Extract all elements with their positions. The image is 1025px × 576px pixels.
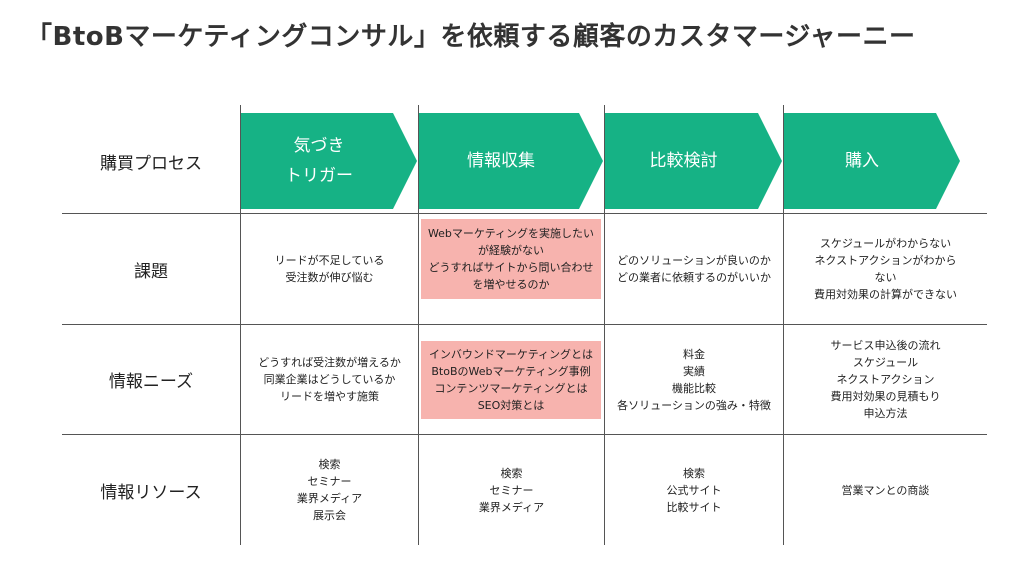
cell-line: 展示会 bbox=[312, 509, 346, 522]
resource-cell-research: 検索 セミナー 業界メディア bbox=[419, 435, 604, 545]
stage-arrow-awareness: 気づき トリガー bbox=[241, 113, 417, 209]
need-cell-purchase: サービス申込後の流れ スケジュール ネクストアクション 費用対効果の見積もり 申… bbox=[784, 325, 987, 434]
stage-label: 購入 bbox=[845, 151, 879, 171]
grid-line-vertical bbox=[604, 105, 605, 545]
grid-line-horizontal bbox=[62, 324, 987, 325]
cell-line: ネクストアクション bbox=[836, 373, 935, 386]
cell-line: 料金 bbox=[683, 347, 705, 361]
row-label-process: 購買プロセス bbox=[100, 153, 202, 174]
cell-line: 業界メディア bbox=[296, 492, 363, 505]
cell-line: スケジュール bbox=[852, 356, 919, 369]
cell-line: サービス申込後の流れ bbox=[830, 339, 941, 352]
row-label-resources: 情報リソース bbox=[100, 482, 202, 503]
cell-line: 費用対効果の見積もり bbox=[830, 390, 941, 403]
cell-line: 申込方法 bbox=[863, 407, 908, 420]
cell-line: 営業マンとの商談 bbox=[841, 483, 930, 497]
cell-line: 検索 bbox=[683, 466, 705, 480]
issue-cell-comparison: どのソリューションが良いのか どの業者に依頼するのがいいか bbox=[605, 214, 783, 324]
cell-line: スケジュールがわからない bbox=[819, 237, 952, 250]
cell-line: リードが不足している bbox=[274, 254, 385, 267]
cell-line: どうすれば受注数が増えるか bbox=[258, 356, 401, 369]
row-label-needs: 情報ニーズ bbox=[108, 372, 194, 392]
resource-cell-awareness: 検索 セミナー 業界メディア 展示会 bbox=[241, 435, 418, 545]
cell-line: SEO対策とは bbox=[477, 399, 545, 412]
cell-line: セミナー bbox=[307, 475, 352, 488]
stage-label: トリガー bbox=[285, 166, 353, 186]
cell-line: インバウンドマーケティングとは bbox=[428, 348, 594, 361]
need-cell-awareness: どうすれば受注数が増えるか 同業企業はどうしているか リードを増やす施策 bbox=[241, 325, 418, 434]
stage-label: 情報収集 bbox=[467, 151, 535, 171]
stage-arrow-research: 情報収集 bbox=[419, 113, 603, 209]
cell-line: 公式サイト bbox=[666, 483, 722, 497]
cell-line: ない bbox=[874, 271, 897, 284]
issue-cell-research: Webマーケティングを実施したい が経験がない どうすればサイトから問い合わせ … bbox=[421, 219, 601, 299]
need-cell-research: インバウンドマーケティングとは BtoBのWebマーケティング事例 コンテンツマ… bbox=[421, 341, 601, 419]
cell-line: 同業企業はどうしているか bbox=[263, 373, 396, 386]
cell-line: 検索 bbox=[500, 466, 523, 480]
page-title: 「BtoBマーケティングコンサル」を依頼する顧客のカスタマージャーニー bbox=[26, 22, 916, 52]
cell-line: 比較サイト bbox=[666, 500, 722, 514]
cell-line: どうすればサイトから問い合わせ bbox=[428, 261, 594, 274]
stage-label: 気づき bbox=[293, 136, 345, 156]
cell-line: どのソリューションが良いのか bbox=[617, 254, 771, 267]
cell-line: が経験がない bbox=[477, 244, 544, 257]
cell-line: Webマーケティングを実施したい bbox=[427, 227, 595, 240]
grid-line-vertical bbox=[783, 105, 784, 545]
cell-line: ネクストアクションがわから bbox=[814, 254, 957, 267]
cell-line: BtoBのWebマーケティング事例 bbox=[431, 365, 591, 378]
resource-cell-purchase: 営業マンとの商談 bbox=[784, 435, 987, 545]
need-cell-comparison: 料金 実績 機能比較 各ソリューションの強み・特徴 bbox=[605, 325, 783, 434]
issue-cell-awareness: リードが不足している 受注数が伸び悩む bbox=[241, 214, 418, 324]
cell-line: 各ソリューションの強み・特徴 bbox=[617, 398, 771, 412]
cell-line: リードを増やす施策 bbox=[279, 390, 379, 403]
cell-line: 検索 bbox=[318, 458, 341, 471]
resource-cell-comparison: 検索 公式サイト 比較サイト bbox=[605, 435, 783, 545]
cell-line: 費用対効果の計算ができない bbox=[814, 288, 957, 301]
stage-arrow-comparison: 比較検討 bbox=[605, 113, 782, 209]
cell-line: 機能比較 bbox=[672, 381, 716, 395]
cell-line: 受注数が伸び悩む bbox=[285, 271, 374, 284]
cell-line: を増やせるのか bbox=[472, 278, 550, 291]
cell-line: どの業者に依頼するのがいいか bbox=[617, 271, 771, 284]
stage-label: 比較検討 bbox=[649, 151, 718, 171]
cell-line: セミナー bbox=[489, 483, 534, 497]
grid-line-horizontal bbox=[62, 213, 987, 214]
cell-line: 業界メディア bbox=[478, 500, 545, 514]
stage-arrow-purchase: 購入 bbox=[784, 113, 960, 209]
grid-line-vertical bbox=[240, 105, 241, 545]
cell-line: 実績 bbox=[683, 364, 705, 378]
row-label-issues: 課題 bbox=[134, 261, 168, 282]
grid-line-vertical bbox=[418, 105, 419, 545]
issue-cell-purchase: スケジュールがわからない ネクストアクションがわから ない 費用対効果の計算がで… bbox=[784, 214, 987, 324]
grid-line-horizontal bbox=[62, 434, 987, 435]
cell-line: コンテンツマーケティングとは bbox=[434, 382, 588, 395]
